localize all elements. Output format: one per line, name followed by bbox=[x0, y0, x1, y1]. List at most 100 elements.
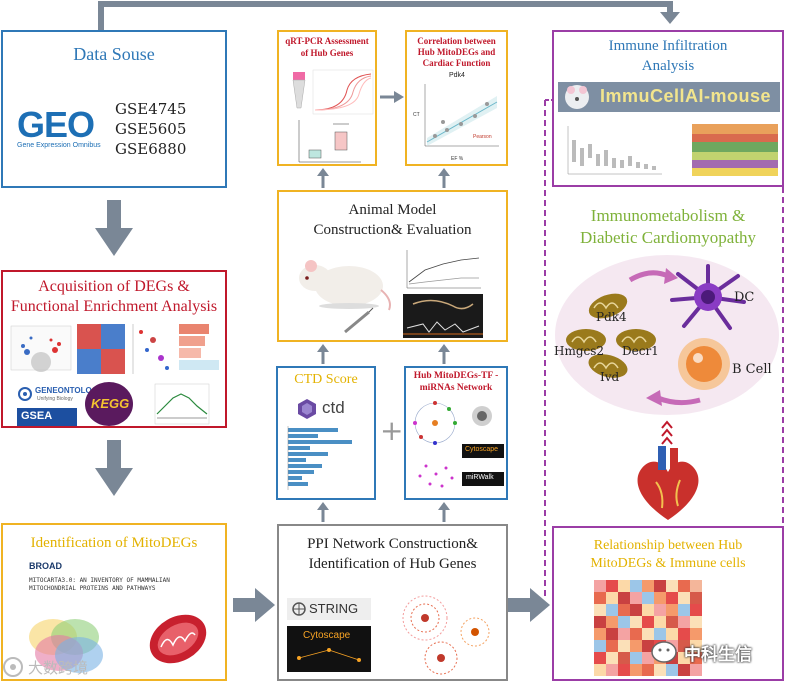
immucellai-banner: ImmuCellAI-mouse bbox=[558, 82, 780, 112]
gene-ivd: Ivd bbox=[600, 370, 620, 384]
arrow-up-hub-animal bbox=[438, 344, 450, 364]
ppi-network bbox=[402, 595, 490, 675]
volcano-plot bbox=[10, 325, 72, 372]
gene-pdk4: Pdk4 bbox=[596, 310, 627, 324]
gsea-text: GSEA bbox=[21, 410, 53, 422]
mito-decr1-icon bbox=[616, 329, 656, 351]
hub-network-panel: Hub MitoDEGs-TF - miRNAs Network Cytosca… bbox=[404, 366, 508, 500]
relationship-title-2: MitoDEGs & Immune cells bbox=[590, 556, 746, 571]
b-cell-icon bbox=[678, 338, 730, 390]
immucellai-text: ImmuCellAI-mouse bbox=[600, 86, 772, 106]
immune-title-1: Immune Infiltration bbox=[608, 38, 728, 54]
gene-ontology-text: GENEONTOLOGY bbox=[35, 386, 104, 395]
ppi-title-1: PPI Network Construction& bbox=[307, 536, 478, 552]
immunometabolism-title-1: Immunometabolism & bbox=[590, 206, 746, 225]
geo-logo: GEO Gene Expression Omnibus bbox=[17, 104, 107, 154]
qrt-title-2: of Hub Genes bbox=[300, 48, 354, 58]
relationship-panel: Relationship between Hub MitoDEGs & Immu… bbox=[552, 526, 784, 681]
hub-cytoscape-text: Cytoscape bbox=[465, 446, 499, 453]
corr-xlabel: EF % bbox=[451, 156, 464, 162]
hub-network-graph bbox=[413, 401, 457, 445]
watermark-right-text: 中科生信 bbox=[684, 645, 752, 665]
broad-logo: BROAD bbox=[29, 561, 199, 575]
hub-network-graph-2 bbox=[418, 464, 454, 488]
corr-title-1: Correlation between bbox=[417, 36, 496, 46]
mitochondrion-icon bbox=[149, 614, 207, 664]
broad-text: BROAD bbox=[29, 561, 62, 571]
hub-title-1: Hub MitoDEGs-TF - bbox=[413, 371, 499, 381]
kegg-logo: KEGG bbox=[85, 382, 133, 426]
ctd-icon bbox=[298, 399, 316, 419]
immunometabolism-title-2: Diabetic Cardiomyopathy bbox=[579, 228, 757, 247]
corr-stat-label: Pearson bbox=[473, 134, 492, 140]
dendritic-cell-icon bbox=[670, 264, 746, 330]
echo-waveform bbox=[403, 299, 483, 335]
immune-stacked-bar bbox=[692, 124, 778, 176]
mito-hmgcs2-icon bbox=[566, 329, 606, 351]
arrow-up-animal-corr bbox=[438, 168, 450, 188]
animal-line-chart bbox=[406, 250, 481, 289]
echo-image bbox=[403, 294, 483, 338]
hub-network-icon bbox=[472, 406, 492, 426]
immune-panel: Immune Infiltration Analysis ImmuCellAI-… bbox=[552, 30, 784, 187]
hub-cytoscape-logo: Cytoscape bbox=[462, 444, 504, 458]
watermark-left: 大数跨境 bbox=[2, 654, 112, 680]
cytoscape-network bbox=[297, 648, 361, 662]
animal-panel: Animal Model Construction& Evaluation bbox=[277, 190, 508, 342]
plus-sign: + bbox=[380, 414, 404, 447]
cell-dc-label: DC bbox=[734, 290, 755, 305]
gsea-plot bbox=[154, 383, 210, 425]
corr-title-3: Cardiac Function bbox=[422, 58, 491, 68]
mito-pdk4-icon bbox=[588, 293, 628, 319]
degs-title-1: Acquisition of DEGs & bbox=[38, 278, 190, 295]
cytoscape-text: Cytoscape bbox=[303, 630, 351, 641]
mouse-mascot-icon bbox=[565, 85, 589, 109]
cell-b-label: B Cell bbox=[732, 362, 772, 377]
ctd-title: CTD Score bbox=[294, 372, 358, 387]
mirwalk-logo: miRWalk bbox=[462, 472, 504, 486]
heart-icon bbox=[637, 446, 699, 520]
mito-ivd-icon bbox=[588, 354, 628, 378]
qrt-title-1: qRT-PCR Assessment bbox=[285, 36, 369, 46]
arrow-down-2 bbox=[95, 440, 133, 496]
arrow-right-qrt-corr bbox=[380, 91, 404, 103]
pcr-curve bbox=[312, 69, 374, 115]
venn-diagram bbox=[29, 619, 103, 673]
arrow-up-animal-qrt bbox=[317, 168, 329, 188]
corr-ylabel: CT bbox=[413, 112, 420, 118]
corr-gene-label: Pdk4 bbox=[449, 72, 465, 79]
arrow-up-ppi-hub bbox=[438, 502, 450, 522]
corr-title-2: Hub MitoDEGs and bbox=[417, 47, 496, 57]
watermark-left-text: 大数跨境 bbox=[28, 659, 89, 677]
ctd-bar-chart bbox=[287, 426, 352, 490]
dataset-1: GSE5605 bbox=[115, 120, 187, 138]
gene-ontology-icon bbox=[18, 387, 32, 401]
animal-title-1: Animal Model bbox=[348, 202, 437, 218]
cytoscape-panel: Cytoscape bbox=[287, 626, 371, 672]
pcr-tube-icon bbox=[292, 72, 306, 109]
geo-subtitle: Gene Expression Omnibus bbox=[17, 142, 101, 149]
ppi-title-2: Identification of Hub Genes bbox=[308, 556, 477, 572]
animal-title-2: Construction& Evaluation bbox=[313, 222, 472, 238]
gene-decr1: Decr1 bbox=[622, 344, 659, 358]
string-text: STRING bbox=[309, 601, 359, 616]
mito-title: Identification of MitoDEGs bbox=[30, 535, 198, 551]
string-logo: STRING bbox=[287, 598, 371, 620]
mouse-icon bbox=[299, 260, 391, 311]
data-source-panel: Data Souse GEO Gene Expression Omnibus G… bbox=[1, 30, 227, 188]
qrt-boxplot bbox=[298, 120, 361, 163]
syringe-icon bbox=[344, 307, 374, 334]
kegg-text: KEGG bbox=[91, 396, 130, 411]
gene-ontology-logo: GENEONTOLOGY Unifying Biology bbox=[17, 384, 103, 406]
immune-title-2: Analysis bbox=[641, 58, 695, 74]
enrichment-dotplot bbox=[132, 324, 169, 374]
ctd-logo: ctd bbox=[296, 398, 366, 420]
arrow-up-ppi-ctd bbox=[317, 502, 329, 522]
dataset-2: GSE6880 bbox=[115, 140, 187, 158]
arrow-right-1 bbox=[233, 588, 275, 622]
hub-title-2: miRNAs Network bbox=[419, 383, 493, 393]
watermark-left-icon bbox=[3, 657, 23, 677]
watermark-right-icon bbox=[651, 641, 677, 663]
ppi-panel: PPI Network Construction& Identification… bbox=[277, 524, 508, 681]
gene-hmgcs2: Hmgcs2 bbox=[554, 344, 605, 358]
